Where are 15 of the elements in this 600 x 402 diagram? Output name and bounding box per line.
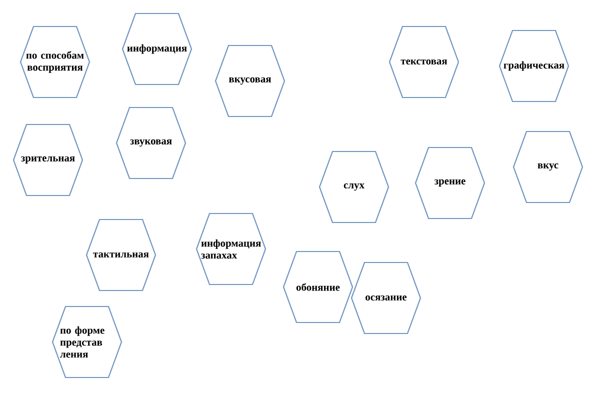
hexagon: информация [122,12,192,86]
hexagon: по форме представ ления [52,306,122,378]
hexagon: текстовая [388,26,460,98]
hexagon: тактильная [86,218,156,292]
hexagon: звуковая [116,106,186,180]
hexagon: зрительная [12,124,84,196]
hexagon: информация запахах [196,212,266,286]
hexagon: по способам восприятия [20,26,90,98]
hexagon: графическая [498,30,570,102]
hexagon: слух [318,150,390,224]
hexagon: осязание [350,262,422,334]
hexagon: зрение [414,146,486,220]
hexagon: обоняние [282,250,354,324]
hexagon: вкус [512,130,584,204]
hexagon: вкусовая [214,44,286,118]
